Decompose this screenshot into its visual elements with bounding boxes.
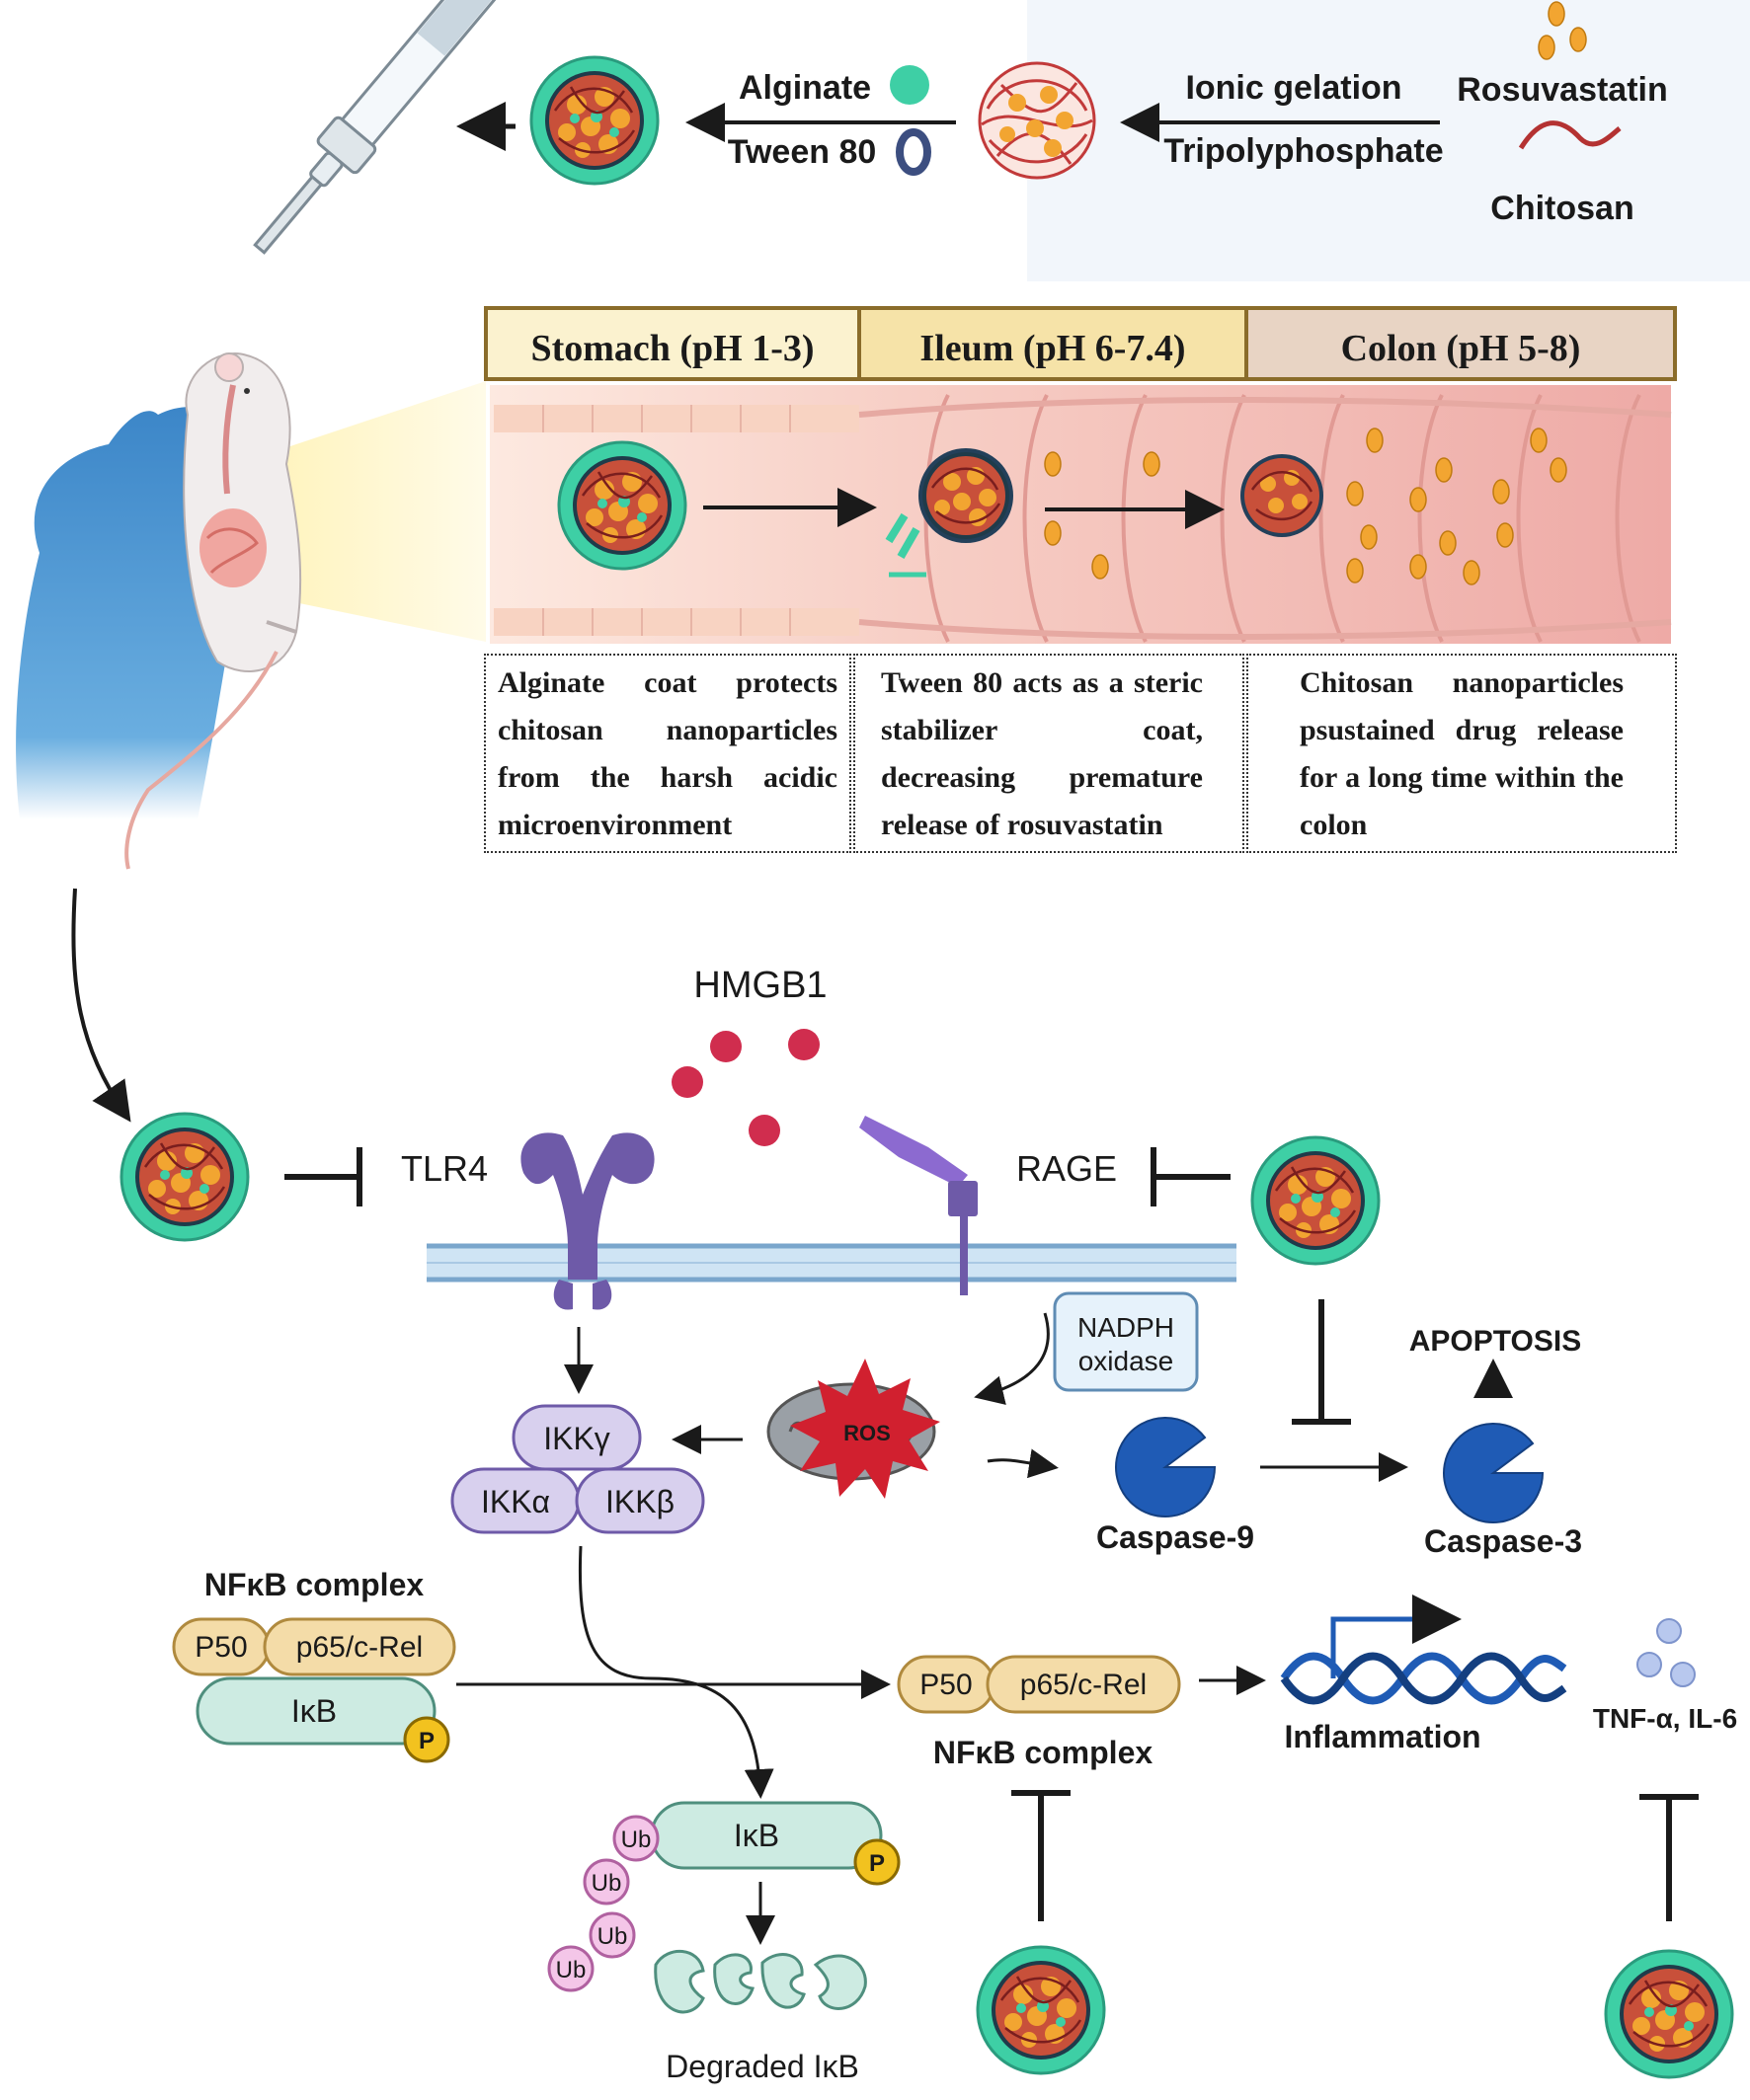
ileum-header <box>857 306 1248 381</box>
stomach-description: Alginate coat protects chitosan nanopart… <box>484 654 851 853</box>
ubiquitin-icon <box>612 1815 660 1862</box>
ikk-gamma-box <box>512 1404 642 1471</box>
tlr4-receptor-icon <box>520 1132 655 1310</box>
cytokines-label: TNF-α, IL-6 <box>1593 1703 1737 1734</box>
ubiquitin-icon <box>583 1858 630 1906</box>
stomach-label: Stomach (pH 1-3) <box>530 328 814 369</box>
hmgb1-molecules-icon <box>672 1029 820 1146</box>
rage-inhibit-symbol <box>1151 1147 1231 1206</box>
degraded-ikb-label: Degraded IκB <box>666 2049 859 2084</box>
rage-to-ros-arrow <box>974 1312 1050 1405</box>
nadph-label-line1: NADPH <box>1077 1312 1174 1343</box>
ikk-beta-label: IKKβ <box>605 1484 675 1519</box>
coated-nanoparticle-icon <box>529 55 660 186</box>
rage-receptor-icon <box>859 1116 978 1295</box>
tlr4-label: TLR4 <box>401 1148 488 1189</box>
rage-label: RAGE <box>1016 1148 1117 1189</box>
tween80-icon <box>896 128 931 176</box>
ikk-to-ikb-arrow <box>578 1545 774 1799</box>
nadph-label-line2: oxidase <box>1078 1346 1174 1376</box>
ionic-gelation-label: Ionic gelation <box>1185 69 1401 107</box>
phosphate-icon-ubiquitinated <box>853 1838 901 1886</box>
ubiquitin-label: Ub <box>621 1827 652 1853</box>
caspase3-label: Caspase-3 <box>1424 1523 1582 1559</box>
light-beam <box>247 381 486 642</box>
colon-header <box>1244 306 1677 381</box>
cell-membrane <box>427 1243 1236 1283</box>
dna-transcription-icon <box>1280 1594 1567 1705</box>
p65-box-left <box>263 1617 456 1676</box>
nadph-oxidase-box <box>1053 1291 1199 1392</box>
intestine-illustration <box>490 385 1672 644</box>
phosphate-icon-left <box>403 1716 450 1763</box>
ubiquitin-icon <box>589 1911 636 1959</box>
colon-label: Colon (pH 5-8) <box>1341 328 1581 369</box>
ros-to-caspase9-arrow <box>987 1448 1059 1479</box>
apoptosis-label: APOPTOSIS <box>1409 1325 1582 1358</box>
np-inhibits-rage-icon <box>1250 1135 1381 1266</box>
ubiquitin-label: Ub <box>592 1870 622 1897</box>
phosphate-label-left: P <box>419 1728 435 1754</box>
caspase9-label: Caspase-9 <box>1096 1519 1254 1555</box>
ros-label: ROS <box>843 1421 891 1445</box>
ikk-beta-box <box>575 1467 705 1534</box>
ikk-alpha-label: IKKα <box>481 1484 550 1519</box>
np-inhibits-nfkb-icon <box>976 1945 1106 2075</box>
tripolyphosphate-label: Tripolyphosphate <box>1163 132 1443 170</box>
chitosan-label: Chitosan <box>1490 190 1633 227</box>
phosphate-label-ubiquitinated: P <box>869 1850 885 1877</box>
ikk-complex: IKKγ IKKα IKKβ <box>450 1404 705 1534</box>
colon-nanoparticle-icon <box>1240 454 1323 537</box>
np-inhibits-tlr4-icon <box>119 1112 250 1242</box>
ileum-label: Ileum (pH 6-7.4) <box>919 328 1185 369</box>
alginate-label: Alginate <box>739 69 871 107</box>
nfkb-complex-label-left: NFκB complex <box>204 1567 425 1602</box>
caspase9-icon <box>1115 1417 1217 1517</box>
p65-label-left: p65/c-Rel <box>296 1631 423 1664</box>
ubiquitin-icon <box>547 1945 595 1992</box>
np-inhibits-cytokines-icon <box>1604 1949 1734 2079</box>
caspase3-icon <box>1443 1423 1545 1523</box>
ubiquitin-label: Ub <box>556 1957 587 1983</box>
mouse-icon <box>124 352 302 870</box>
ileum-description: Tween 80 acts as a steric stabilizer coa… <box>853 654 1244 853</box>
chitosan-nanoparticle-icon <box>978 61 1096 180</box>
ros-burst-icon <box>790 1359 940 1499</box>
degraded-ikb-icon <box>654 1949 867 2014</box>
syringe-icon <box>253 0 521 255</box>
ikk-gamma-label: IKKγ <box>543 1421 610 1456</box>
hmgb1-label: HMGB1 <box>693 965 827 1006</box>
stomach-nanoparticle-icon <box>557 440 687 571</box>
colon-description: Chitosan nanoparticles psustained drug r… <box>1246 654 1677 853</box>
alginate-icon <box>890 65 929 105</box>
rosuvastatin-label: Rosuvastatin <box>1457 71 1668 109</box>
p50-label-right: P50 <box>919 1669 972 1701</box>
ubiquitin-chain: Ub Ub Ub Ub <box>547 1815 660 1992</box>
mouse-to-pathway-arrow <box>71 888 131 1123</box>
p65-box-right <box>986 1655 1181 1714</box>
ikb-label-left: IκB <box>291 1693 337 1729</box>
tlr4-inhibit-symbol <box>284 1147 362 1206</box>
tween80-label: Tween 80 <box>728 133 877 171</box>
nfkb-inhibit-symbol <box>1011 1790 1071 1921</box>
caspase-inhibit-symbol <box>1292 1299 1351 1425</box>
inflammation-label: Inflammation <box>1284 1719 1480 1754</box>
ileum-nanoparticle-icon <box>885 448 1013 578</box>
ubiquitin-label: Ub <box>597 1923 628 1950</box>
stomach-header <box>484 306 861 381</box>
ikb-box-left <box>196 1676 437 1746</box>
p50-label-left: P50 <box>195 1631 247 1664</box>
chitosan-icon <box>1518 120 1622 150</box>
nfkb-complex-label-right: NFκB complex <box>933 1735 1153 1770</box>
cytokines-icon <box>1636 1618 1696 1687</box>
cytokine-inhibit-symbol <box>1639 1794 1699 1921</box>
p65-label-right: p65/c-Rel <box>1020 1669 1147 1701</box>
ikb-label-ubiquitinated: IκB <box>734 1818 779 1853</box>
